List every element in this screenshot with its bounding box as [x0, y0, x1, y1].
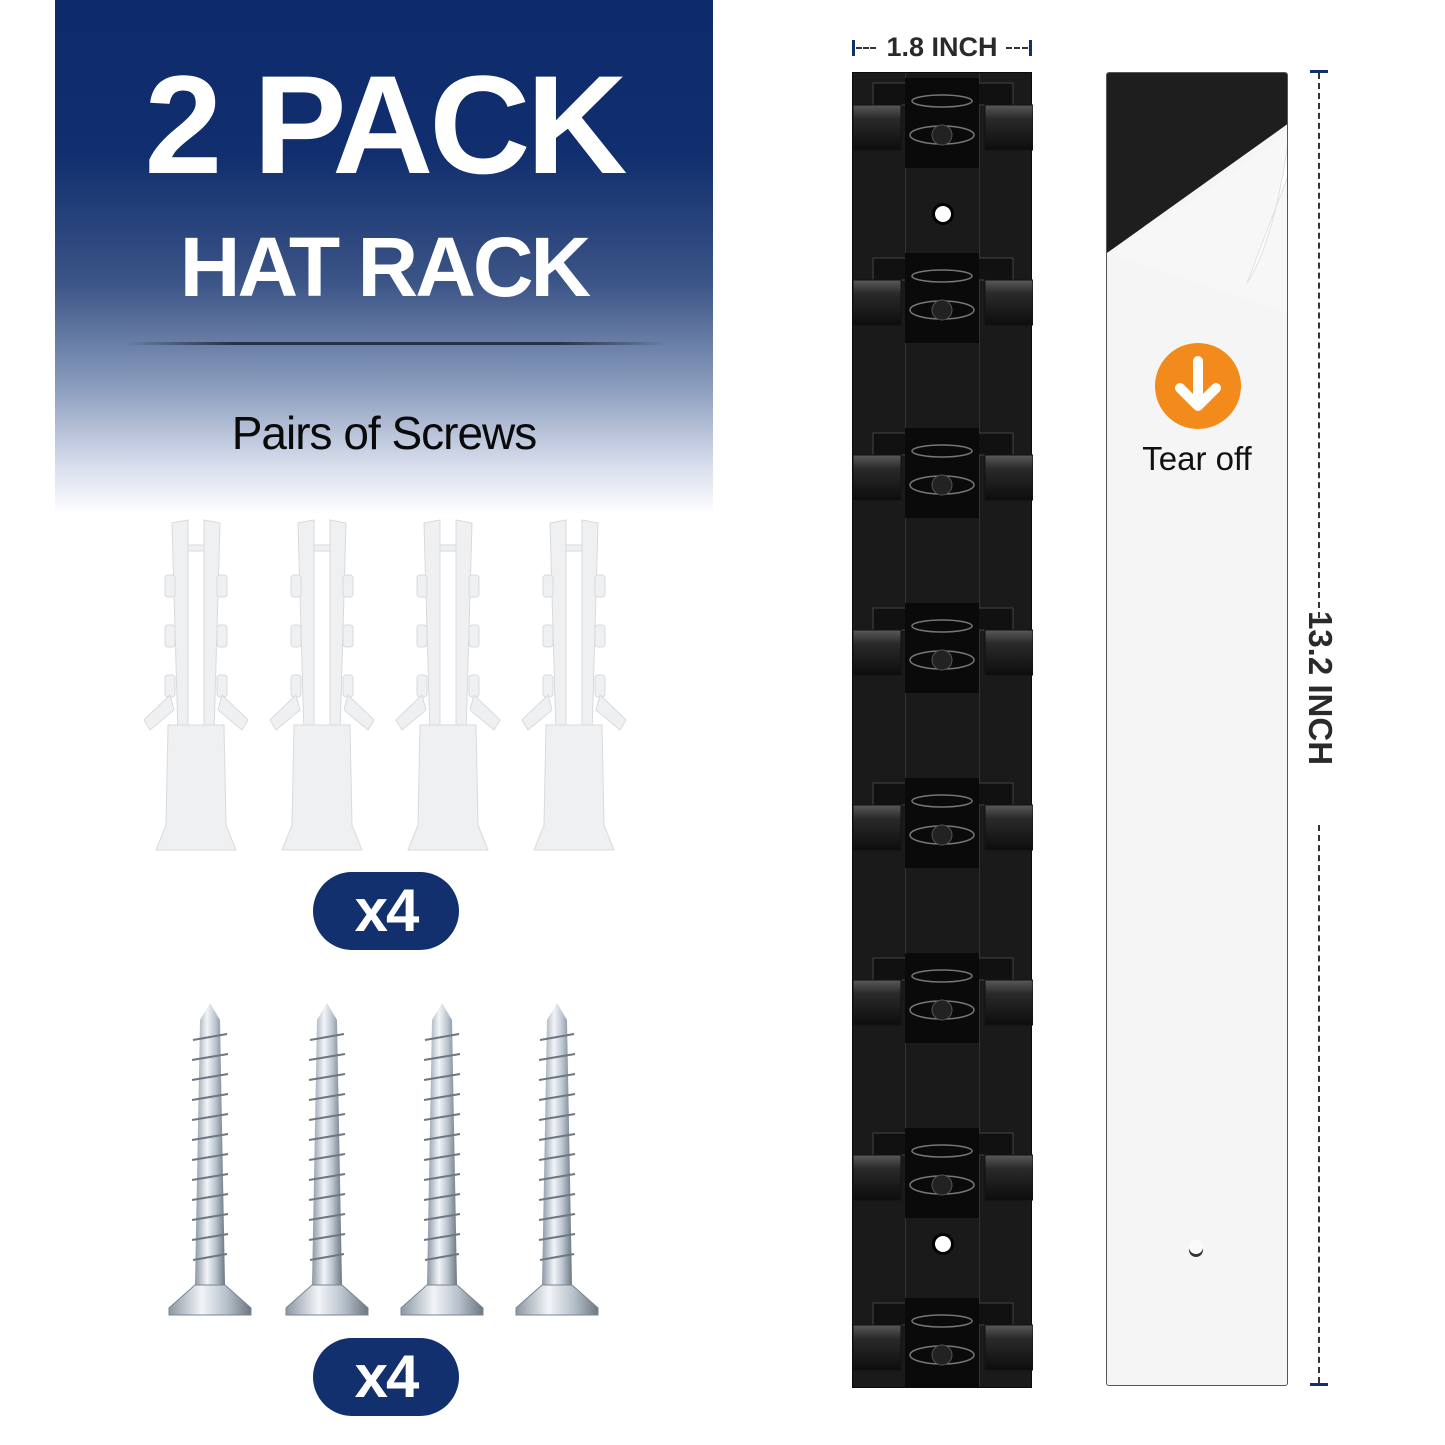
height-label: 13.2 INCH — [1302, 610, 1339, 766]
dimension-tick — [1029, 40, 1032, 56]
title-pack-count: 2 PACK — [144, 46, 627, 203]
dimension-tick — [1310, 1383, 1328, 1386]
height-dimension: 13.2 INCH — [1300, 70, 1340, 1388]
screws-group — [160, 1000, 620, 1320]
banner-divider — [125, 342, 665, 345]
hat-clips — [853, 77, 1033, 1389]
dimension-tick — [1310, 70, 1328, 73]
banner-subtitle: Pairs of Screws — [231, 407, 538, 459]
title-product: HAT RACK — [179, 220, 591, 314]
screw-icon — [285, 1003, 369, 1316]
wall-anchor-icon — [269, 519, 375, 851]
wall-anchor-icon — [395, 519, 501, 851]
screws-quantity-badge: x4 — [313, 1338, 459, 1416]
arrow-down-circle-icon — [1155, 343, 1241, 429]
wall-anchors-group — [140, 515, 640, 855]
dimension-tick — [852, 40, 855, 56]
wall-anchor-icon — [143, 519, 249, 851]
mounting-hole — [932, 1233, 954, 1255]
backing-hole — [1189, 1240, 1203, 1257]
title-banner: 2 PACK HAT RACK Pairs of Screws — [55, 0, 713, 515]
peeled-corner — [1107, 73, 1287, 313]
anchors-quantity-badge: x4 — [313, 872, 459, 950]
wall-anchor-icon — [521, 519, 627, 851]
tear-off-label: Tear off — [1142, 440, 1252, 477]
width-label: 1.8 INCH — [886, 32, 998, 62]
mounting-hole — [932, 203, 954, 225]
hat-rack-front — [852, 72, 1033, 1389]
adhesive-backing — [1106, 72, 1288, 1386]
screw-icon — [400, 1003, 484, 1316]
screw-icon — [168, 1003, 252, 1316]
width-dimension: 1.8 INCH — [852, 30, 1032, 64]
screw-icon — [515, 1003, 599, 1316]
